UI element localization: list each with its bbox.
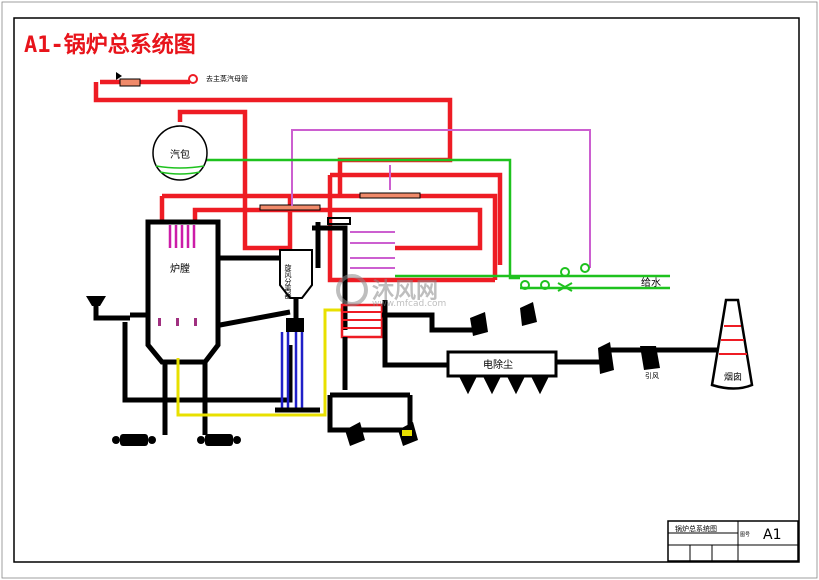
label-furnace: 炉膛 — [170, 262, 190, 275]
induced-draft-fan — [598, 342, 660, 374]
yellow-marker — [402, 430, 412, 436]
title-block-sheet: A1 — [763, 527, 781, 543]
title-block-small: 图号 — [740, 532, 750, 538]
drawing-frame — [13, 17, 800, 563]
label-drum: 汽包 — [170, 148, 190, 161]
title-block — [667, 520, 799, 562]
svg-text:沐风网: 沐风网 — [372, 279, 438, 304]
safety-valve-icon — [116, 72, 122, 80]
chimney — [710, 298, 754, 390]
label-feedwater: 给水 — [641, 276, 661, 289]
desuperheater-2 — [259, 204, 321, 211]
steam-valve-icon — [188, 74, 198, 84]
blue-return-legs — [280, 332, 304, 410]
desuperheat-water-lines — [291, 129, 591, 269]
desuperheater-1 — [359, 192, 421, 199]
steam-drum — [152, 125, 208, 181]
back-pass — [312, 217, 480, 433]
furnace-fans — [112, 434, 241, 446]
label-chimney: 烟囱 — [724, 371, 742, 383]
precipitator — [446, 347, 722, 395]
label-precipitator: 电除尘 — [483, 358, 513, 371]
title-block-name: 锅炉总系统图 — [675, 524, 717, 533]
label-separator: 旋风分离器 — [284, 263, 292, 300]
label-to-main-steam: 去主蒸汽母管 — [206, 74, 248, 83]
svg-text:www.mfcad.com: www.mfcad.com — [372, 299, 446, 309]
main-steam-valve — [119, 78, 141, 87]
cyclone-separator — [219, 249, 313, 332]
feedwater-valves — [520, 263, 590, 292]
label-fan: 引风 — [645, 371, 659, 380]
watermark: 沐风网 www.mfcad.com — [336, 274, 446, 309]
furnace — [86, 219, 293, 435]
diagram-title: A1-锅炉总系统图 — [24, 32, 196, 58]
feedwater-lines — [200, 158, 670, 290]
yellow-loop — [176, 308, 345, 417]
